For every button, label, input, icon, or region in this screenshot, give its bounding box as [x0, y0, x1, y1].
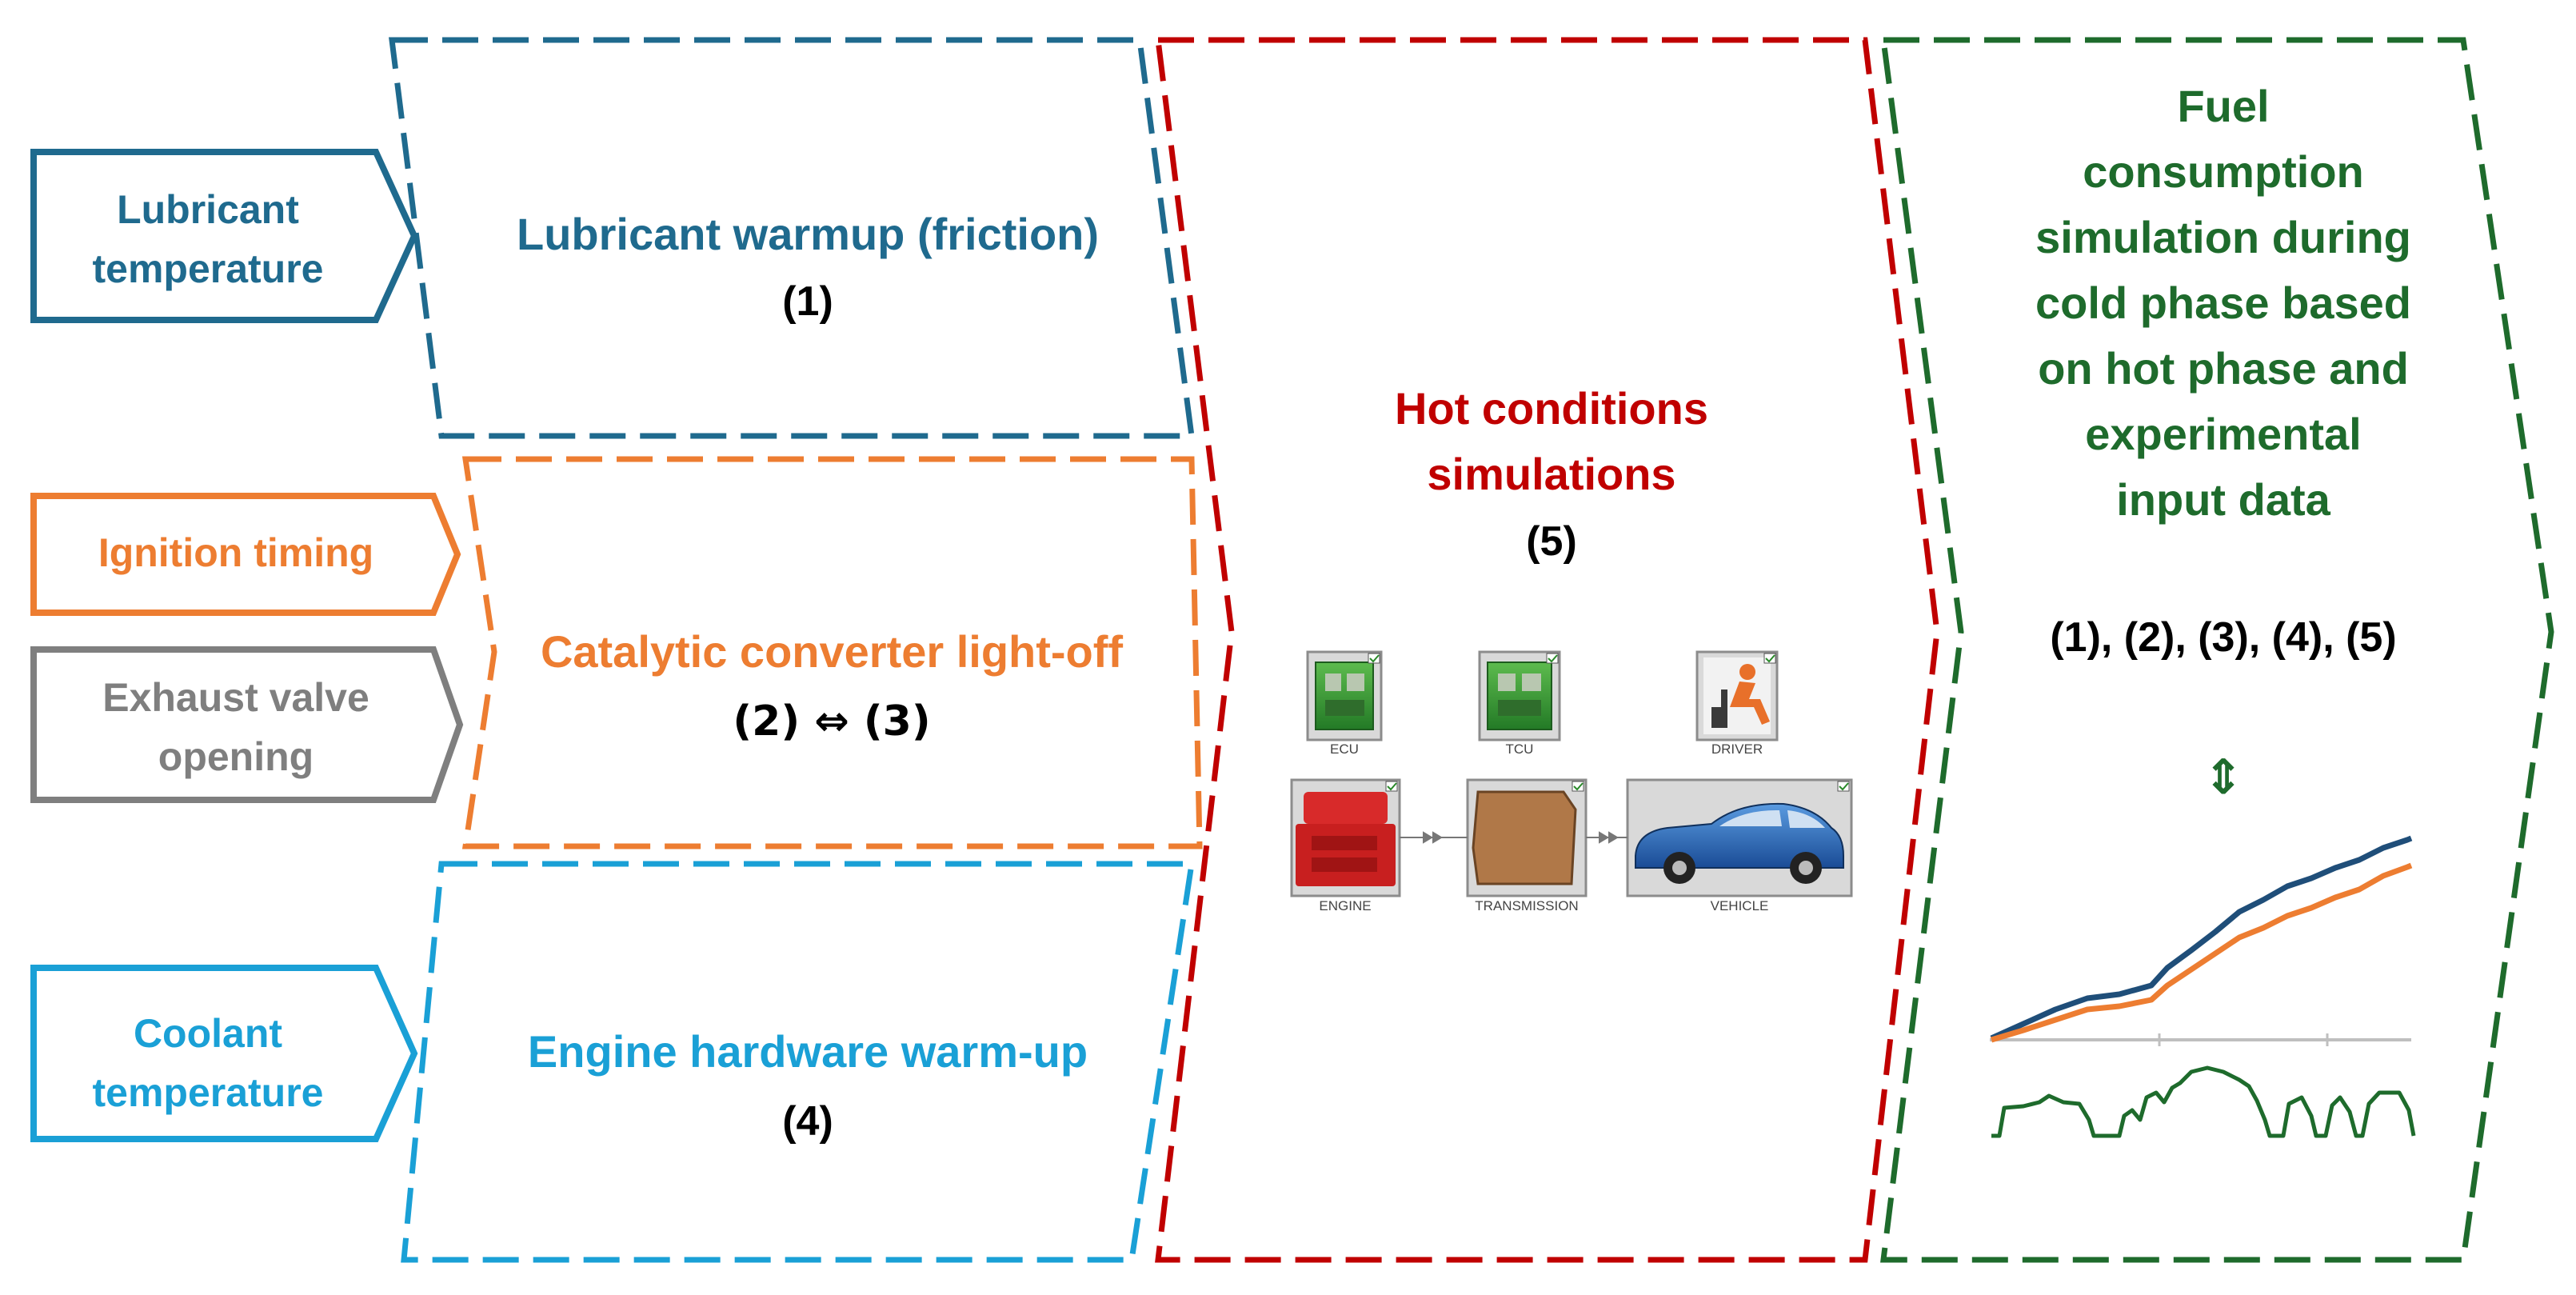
catalytic-frame	[461, 456, 1203, 849]
tcu-block-icon	[1478, 650, 1561, 741]
transmission-label: TRANSMISSION	[1475, 898, 1578, 913]
lubricant-warmup-title: Lubricant warmup (friction)	[517, 209, 1099, 259]
ignition-timing-label: Ignition timing	[98, 530, 374, 575]
lubricant-warmup-frame	[389, 37, 1195, 439]
engine-label: ENGINE	[1319, 898, 1371, 913]
fuel-consumption-frame	[1880, 37, 2554, 1263]
equivalence-arrow-icon: ⇕	[2203, 749, 2244, 805]
fuel-consumption-refs: (1), (2), (3), (4), (5)	[2050, 614, 2397, 661]
exhaust-valve-label: Exhaust valve opening	[102, 675, 369, 779]
engine-hw-ref: (4)	[782, 1098, 833, 1145]
catalytic-ref: (2) ⇔ (3)	[733, 697, 931, 745]
lubricant-temperature-label: Lubricant temperature	[92, 187, 324, 291]
model-connections	[1400, 831, 1627, 844]
transmission-block-icon	[1466, 778, 1588, 897]
hot-conditions-ref: (5)	[1526, 518, 1577, 565]
vehicle-label: VEHICLE	[1711, 898, 1769, 913]
fuel-curve-simulated	[1990, 862, 2413, 1043]
coolant-temperature-chevron	[30, 965, 418, 1142]
driver-block-icon	[1695, 650, 1779, 741]
tcu-label: TCU	[1506, 741, 1534, 757]
fuel-consumption-title: Fuel consumption simulation during cold …	[2035, 81, 2411, 525]
fuel-curve-measured	[1990, 835, 2413, 1041]
hot-conditions-title: Hot conditions simulations	[1395, 383, 1708, 499]
hot-conditions-frame	[1155, 37, 1940, 1263]
ecu-label: ECU	[1330, 741, 1359, 757]
ecu-block-icon	[1306, 650, 1383, 741]
ignition-timing-chevron	[30, 493, 461, 616]
fuel-chart-thumbnail	[1990, 835, 2416, 1138]
lubricant-warmup-ref: (1)	[782, 278, 833, 325]
engine-hw-title: Engine hardware warm-up	[527, 1026, 1088, 1077]
exhaust-valve-chevron	[30, 646, 464, 803]
driver-label: DRIVER	[1711, 741, 1763, 757]
engine-block-icon	[1290, 778, 1401, 897]
lubricant-temperature-chevron	[30, 149, 418, 323]
coolant-temperature-label: Coolant temperature	[92, 1011, 324, 1115]
catalytic-title: Catalytic converter light-off	[540, 626, 1124, 677]
speed-trace	[1991, 1065, 2416, 1138]
simulation-model: ECU TCU DRIVER ENGINE TRANSMISSION VEHIC…	[1290, 650, 1853, 913]
vehicle-block-icon	[1626, 778, 1853, 897]
